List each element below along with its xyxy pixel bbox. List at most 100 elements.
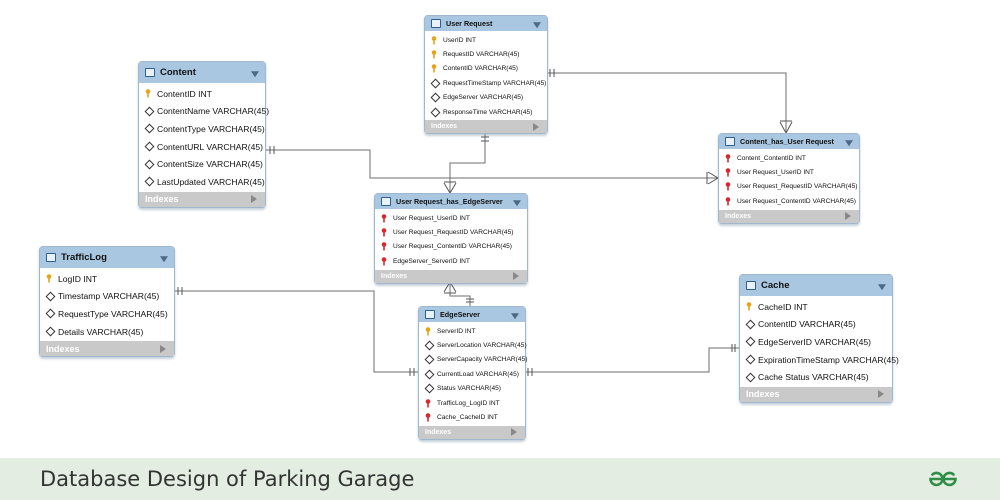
indexes-bar[interactable]: Indexes xyxy=(719,209,859,223)
column-label: EdgeServer VARCHAR(45) xyxy=(443,94,524,102)
column-row[interactable]: User Request_ContentID VARCHAR(45) xyxy=(719,194,859,208)
column-row[interactable]: ContentSize VARCHAR(45) xyxy=(139,155,265,173)
collapse-arrow-icon[interactable] xyxy=(511,312,519,319)
foreign-key-icon xyxy=(425,398,435,408)
table-icon xyxy=(425,310,435,319)
table-header[interactable]: Cache xyxy=(740,275,892,296)
expand-arrow-icon[interactable] xyxy=(511,428,517,437)
column-diamond-icon xyxy=(430,92,441,103)
column-row[interactable]: TrafficLog_LogID INT xyxy=(419,396,525,410)
column-diamond-icon xyxy=(424,369,435,380)
table-header[interactable]: TrafficLog xyxy=(40,247,174,268)
footer-banner: Database Design of Parking Garage xyxy=(0,458,1000,500)
indexes-bar[interactable]: Indexes xyxy=(375,269,527,283)
relation-userrequest-urhas[interactable] xyxy=(449,132,486,193)
primary-key-icon xyxy=(431,64,441,73)
column-row[interactable]: RequestID VARCHAR(45) xyxy=(425,47,547,61)
column-row[interactable]: EdgeServerID VARCHAR(45) xyxy=(740,333,892,351)
column-row[interactable]: Timestamp VARCHAR(45) xyxy=(40,288,174,306)
column-row[interactable]: CacheID INT xyxy=(740,298,892,316)
column-label: User Request_UserID INT xyxy=(393,214,470,222)
column-row[interactable]: Status VARCHAR(45) xyxy=(419,382,525,396)
column-label: Cache_CacheID INT xyxy=(437,414,498,422)
column-row[interactable]: User Request_UserID INT xyxy=(375,211,527,225)
expand-arrow-icon[interactable] xyxy=(533,122,539,131)
column-row[interactable]: Content_ContentID INT xyxy=(719,151,859,165)
collapse-arrow-icon[interactable] xyxy=(878,283,886,290)
column-row[interactable]: ExpirationTimeStamp VARCHAR(45) xyxy=(740,351,899,369)
column-row[interactable]: EdgeServer VARCHAR(45) xyxy=(425,91,547,105)
column-label: ContentID VARCHAR(45) xyxy=(758,319,856,330)
foreign-key-icon xyxy=(725,182,735,191)
expand-arrow-icon[interactable] xyxy=(845,212,851,221)
relationship-lines xyxy=(174,69,793,376)
indexes-bar[interactable]: Indexes xyxy=(740,386,892,402)
expand-arrow-icon[interactable] xyxy=(513,272,519,281)
collapse-arrow-icon[interactable] xyxy=(845,139,853,146)
column-row[interactable]: ServerID INT xyxy=(419,324,525,338)
table-header[interactable]: EdgeServer xyxy=(419,307,525,322)
indexes-label: Indexes xyxy=(46,343,80,354)
table-name: Cache xyxy=(761,280,790,291)
column-row[interactable]: LogID INT xyxy=(40,270,174,288)
collapse-arrow-icon[interactable] xyxy=(513,199,521,206)
expand-arrow-icon[interactable] xyxy=(160,344,166,353)
relation-cache-edgeserver[interactable] xyxy=(524,347,739,373)
table-header[interactable]: Content xyxy=(139,62,265,83)
column-row[interactable]: UserID INT xyxy=(425,33,547,47)
column-diamond-icon xyxy=(144,106,155,117)
expand-arrow-icon[interactable] xyxy=(251,195,257,204)
indexes-bar[interactable]: Indexes xyxy=(139,191,265,207)
column-diamond-icon xyxy=(45,291,56,302)
column-row[interactable]: ContentName VARCHAR(45) xyxy=(139,103,269,121)
primary-key-icon xyxy=(431,50,441,59)
column-row[interactable]: ContentURL VARCHAR(45) xyxy=(139,138,265,156)
relation-userrequest-contenthas[interactable] xyxy=(546,72,787,133)
table-header[interactable]: Content_has_User Request xyxy=(719,134,859,149)
column-row[interactable]: ContentType VARCHAR(45) xyxy=(139,120,265,138)
column-row[interactable]: RequestType VARCHAR(45) xyxy=(40,305,174,323)
column-row[interactable]: LastUpdated VARCHAR(45) xyxy=(139,173,265,191)
column-row[interactable]: ResponseTime VARCHAR(45) xyxy=(425,105,547,119)
column-row[interactable]: User Request_UserID INT xyxy=(719,165,859,179)
indexes-bar[interactable]: Indexes xyxy=(419,425,525,439)
column-row[interactable]: Details VARCHAR(45) xyxy=(40,323,174,341)
column-row[interactable]: Cache Status VARCHAR(45) xyxy=(740,368,892,386)
table-header[interactable]: User Request_has_EdgeServer xyxy=(375,194,527,209)
column-label: ExpirationTimeStamp VARCHAR(45) xyxy=(758,354,899,365)
collapse-arrow-icon[interactable] xyxy=(533,21,541,28)
indexes-bar[interactable]: Indexes xyxy=(425,120,547,134)
relation-content-contenthas[interactable] xyxy=(265,149,718,179)
indexes-bar[interactable]: Indexes xyxy=(40,341,174,357)
column-row[interactable]: ContentID VARCHAR(45) xyxy=(425,62,547,76)
column-row[interactable]: EdgeServer_ServerID INT xyxy=(375,254,527,268)
column-label: User Request_RequestID VARCHAR(45) xyxy=(393,229,514,237)
column-label: ContentType VARCHAR(45) xyxy=(157,123,265,134)
column-row[interactable]: ContentID VARCHAR(45) xyxy=(740,316,892,334)
relation-trafficlog-edgeserver[interactable] xyxy=(174,290,418,373)
column-row[interactable]: ServerLocation VARCHAR(45) xyxy=(419,338,527,352)
column-row[interactable]: Cache_CacheID INT xyxy=(419,410,525,424)
column-row[interactable]: User Request_RequestID VARCHAR(45) xyxy=(375,225,527,239)
collapse-arrow-icon[interactable] xyxy=(251,70,259,77)
table-header[interactable]: User Request xyxy=(425,16,547,31)
column-row[interactable]: ServerCapacity VARCHAR(45) xyxy=(419,353,527,367)
column-row[interactable]: RequestTimeStamp VARCHAR(45) xyxy=(425,76,547,90)
column-row[interactable]: ContentID INT xyxy=(139,85,265,103)
column-diamond-icon xyxy=(430,78,441,89)
column-row[interactable]: CurrentLoad VARCHAR(45) xyxy=(419,367,525,381)
foreign-key-icon xyxy=(381,257,391,266)
relation-edgeserver-urhas[interactable] xyxy=(449,282,471,306)
column-row[interactable]: User Request_RequestID VARCHAR(45) xyxy=(719,180,859,194)
expand-arrow-icon[interactable] xyxy=(878,390,884,399)
column-row[interactable]: User Request_ContentID VARCHAR(45) xyxy=(375,240,527,254)
collapse-arrow-icon[interactable] xyxy=(160,255,168,262)
